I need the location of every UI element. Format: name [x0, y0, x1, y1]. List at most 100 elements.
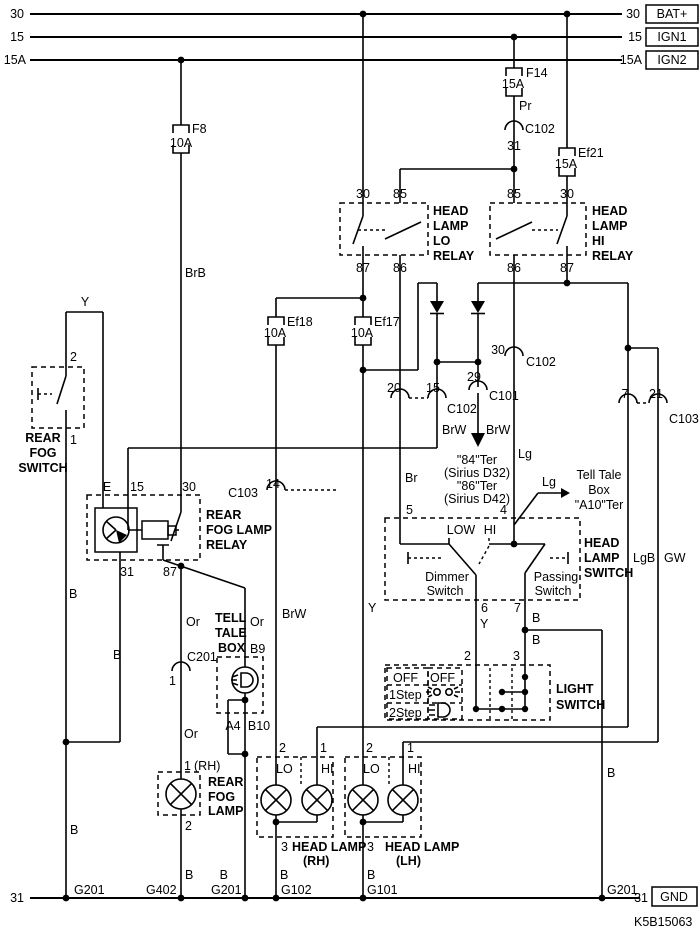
- hls-hi-label: HI: [484, 523, 497, 537]
- fog-relay-pin-87: 87: [163, 565, 177, 579]
- fog-relay-name-1: REAR: [206, 508, 241, 522]
- tell-tale-pin-a4: A4: [225, 719, 240, 733]
- hl-lh-hi-label: HI: [408, 762, 421, 776]
- wire-lg-2: Lg: [542, 475, 556, 489]
- wire-or-1: Or: [186, 615, 200, 629]
- ground-g402: G402: [146, 883, 177, 897]
- dimmer-switch-label-2: Switch: [427, 584, 464, 598]
- component-boxes: [31, 202, 649, 838]
- rear-fog-lamp-pin-2: 2: [185, 819, 192, 833]
- wire-brw-3: BrW: [486, 423, 511, 437]
- rear-fog-switch-name-3: SWITCH: [18, 461, 67, 475]
- gnd-terminal-label: GND: [660, 890, 688, 904]
- hi-relay-name-3: HI: [592, 234, 605, 248]
- c201-pin1-num: 1: [169, 674, 176, 688]
- telltale-ref-3: "A10"Ter: [575, 498, 623, 512]
- headlamp-rh-hi-bulb-icon: [301, 784, 333, 816]
- wire-lg-1: Lg: [518, 447, 532, 461]
- lamp-symbols: [165, 666, 419, 816]
- hl-lh-name-2: (LH): [396, 854, 421, 868]
- hl-lh-name: HEAD LAMP: [385, 840, 459, 854]
- sirius-ref-2: (Sirius D32): [444, 466, 510, 480]
- fuse-ef21-rating: 15A: [555, 157, 578, 171]
- hls-pin-4: 4: [500, 503, 507, 517]
- wires: [37, 14, 659, 898]
- sirius-ref-1: "84"Ter: [457, 453, 497, 467]
- hls-low-label: LOW: [447, 523, 476, 537]
- wire-y-2: Y: [368, 601, 377, 615]
- hi-relay-pin-86: 86: [507, 261, 521, 275]
- fog-relay-name-3: RELAY: [206, 538, 248, 552]
- hi-relay-name-1: HEAD: [592, 204, 627, 218]
- c102-pin31-num: 31: [507, 139, 521, 153]
- dimmer-switch-label-1: Dimmer: [425, 570, 469, 584]
- c102-pin31-icon: [504, 120, 524, 131]
- c102-pin20-num: 20: [387, 381, 401, 395]
- hl-lh-lo-label: LO: [363, 762, 380, 776]
- telltale-ref-1: Tell Tale: [577, 468, 622, 482]
- hls-pin-3: 3: [513, 649, 520, 663]
- wire-y-1: Y: [81, 295, 90, 309]
- light-switch-name-2: SWITCH: [556, 698, 605, 712]
- rear-fog-lamp-rh: (RH): [194, 759, 220, 773]
- wire-b-9: B: [280, 868, 288, 882]
- rear-fog-lamp-box: [157, 771, 201, 816]
- hi-relay-pin-85: 85: [507, 187, 521, 201]
- wire-b-6: B: [607, 766, 615, 780]
- c102-pin30-icon: [504, 346, 524, 357]
- headlamp-hi-relay-box: [489, 202, 587, 256]
- rear-fog-switch-pin-2: 2: [70, 350, 77, 364]
- wire-lgb: LgB: [633, 551, 655, 565]
- hls-name-2: LAMP: [584, 551, 619, 565]
- fuse-f8-rating: 10A: [170, 136, 193, 150]
- bus-15a-label-right: 15A: [620, 53, 643, 67]
- c103-pin14-name: C103: [228, 486, 258, 500]
- bus-30-label-left: 30: [10, 7, 24, 21]
- hl-rh-name: HEAD LAMP: [292, 840, 366, 854]
- c103-pin7-icon: [618, 393, 638, 404]
- hl-rh-name-2: (RH): [303, 854, 329, 868]
- c201-pin1-name: C201: [187, 650, 217, 664]
- sirius-arrow-icon: [471, 433, 485, 447]
- telltale-ref-2: Box: [588, 483, 610, 497]
- ground-g102: G102: [281, 883, 312, 897]
- rear-fog-relay-internals: [94, 507, 177, 560]
- hl-lh-pin-1: 1: [407, 741, 414, 755]
- fuse-f14-rating: 15A: [502, 77, 525, 91]
- wire-y-3: Y: [480, 617, 489, 631]
- tell-tale-indicator-icon: [231, 666, 259, 694]
- c102-pin15-num: 15: [426, 381, 440, 395]
- rear-fog-lamp-name-2: FOG: [208, 790, 235, 804]
- c102-pin30-num: 30: [491, 343, 505, 357]
- c102-pin20-icon: [390, 388, 410, 399]
- bat-terminal-box: [645, 4, 699, 24]
- hl-rh-pin-3: 3: [281, 840, 288, 854]
- rear-fog-lamp-bulb-icon: [165, 778, 197, 810]
- passing-switch-label-1: Passing: [534, 570, 579, 584]
- tell-tale-name-2: TALE: [215, 626, 247, 640]
- hl-rh-pin-1: 1: [320, 741, 327, 755]
- diodes-arrows: [430, 301, 570, 498]
- light-switch-name-1: LIGHT: [556, 682, 594, 696]
- ground-g201-1: G201: [74, 883, 105, 897]
- ground-31-label-left: 31: [10, 891, 24, 905]
- hls-name-1: HEAD: [584, 536, 619, 550]
- ground-g201-3: G201: [607, 883, 638, 897]
- fuse-ef18-name: Ef18: [287, 315, 313, 329]
- wire-brw-1: BrW: [282, 607, 307, 621]
- rear-fog-switch-box: [31, 366, 85, 429]
- hi-relay-name-2: LAMP: [592, 219, 627, 233]
- wire-or-2: Or: [250, 615, 264, 629]
- light-switch-col2-off: OFF: [430, 671, 455, 685]
- headlamp-lh-lo-bulb-icon: [347, 784, 379, 816]
- bus-15-label-right: 15: [628, 30, 642, 44]
- c103-pin21-num: 21: [649, 387, 663, 401]
- wire-br: Br: [405, 471, 418, 485]
- wire-brw-2: BrW: [442, 423, 467, 437]
- fuse-ef18-rating: 10A: [264, 326, 287, 340]
- ign2-terminal-box: [645, 50, 699, 70]
- fog-relay-pin-15: 15: [130, 480, 144, 494]
- ground-g201-2: G201: [211, 883, 242, 897]
- c103-pin14-num: 14: [266, 477, 280, 491]
